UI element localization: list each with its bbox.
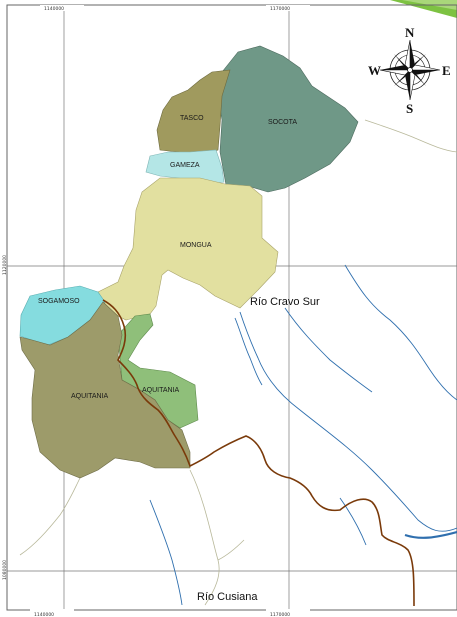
map-border [6,4,457,611]
compass-rose-icon [379,39,441,101]
coord-bg [266,5,310,11]
rivers [149,264,457,606]
label-sogamoso: SOGAMOSO [38,298,80,305]
label-mongua: MONGUA [180,242,212,249]
coord-bg [40,5,84,11]
label-rio-cravo-sur: Río Cravo Sur [250,296,320,308]
municipality-tasco [156,69,231,156]
municipality-aquitania-west [19,301,191,479]
municipality-mongua [97,177,279,321]
coord-bg [30,609,74,617]
compass-w: W [368,63,381,78]
compass-s: S [406,101,413,116]
label-socota: SOCOTA [268,119,297,126]
coord-top-left: 1140000 [44,6,64,12]
label-tasco: TASCO [180,115,204,122]
label-aquitania-west: AQUITANIA [71,393,109,400]
coord-top-right: 1170000 [270,6,290,12]
coord-left-upper: 1120000 [2,255,8,275]
compass-n: N [405,25,415,40]
coord-bottom-right: 1170000 [270,612,290,617]
compass-e: E [442,63,451,78]
label-aquitania-east: AQUITANIA [142,387,180,394]
boundary-river [102,299,415,607]
municipality-socota [217,45,359,193]
label-gameza: GAMEZA [170,162,200,169]
coord-bg [266,609,310,617]
label-rio-cusiana: Río Cusiana [197,591,258,603]
roads [19,119,457,606]
coord-bottom-left: 1140000 [34,612,54,617]
coord-left-lower: 1080000 [2,560,8,580]
